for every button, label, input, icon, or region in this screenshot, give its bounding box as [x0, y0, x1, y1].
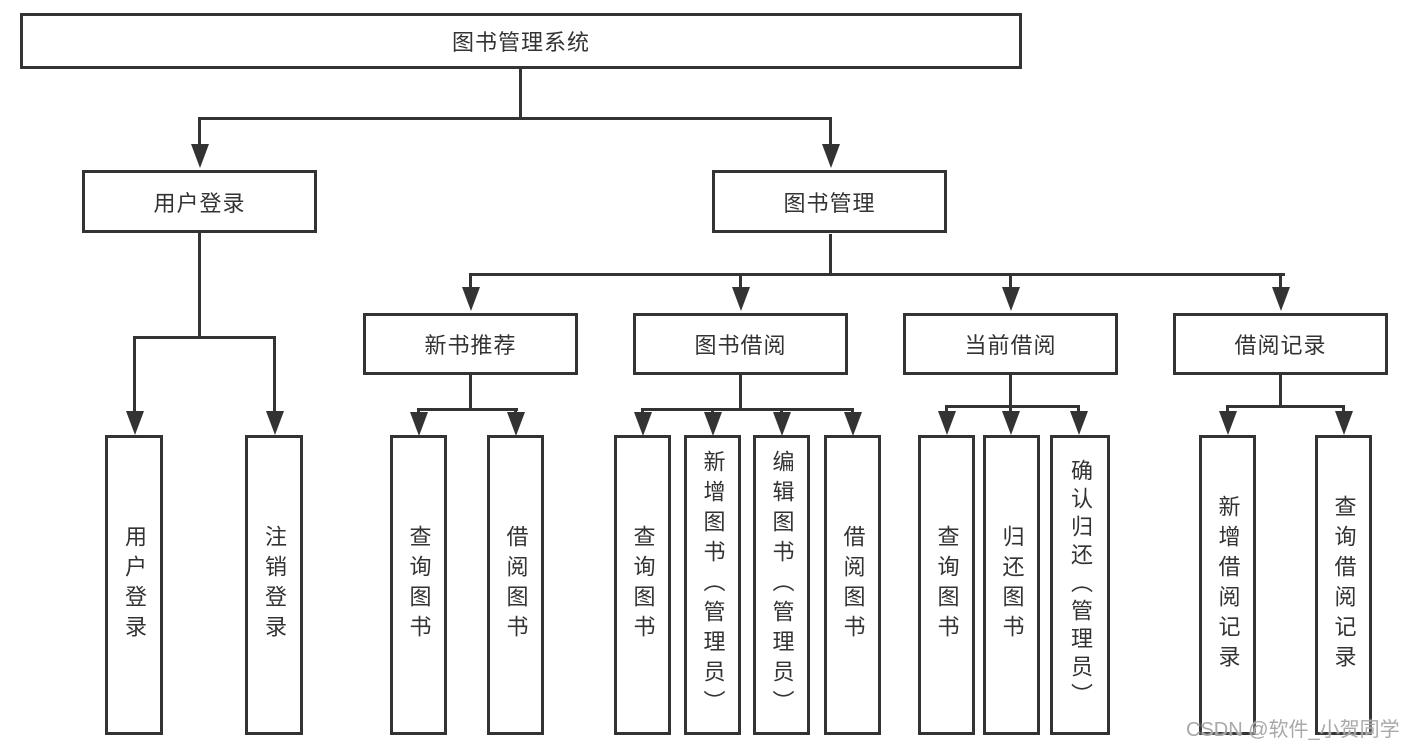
node-book-borrow-label: 图书借阅 [694, 333, 787, 358]
csdn-watermark: CSDN @软件_小贺同学 [1186, 719, 1400, 741]
connector-shaft [1279, 273, 1282, 289]
leaf-cb-return-books: 归还图书 [983, 435, 1040, 735]
connector-bb-rail [641, 408, 854, 411]
leaf-br-add-record-label: 新增借阅记录 [1215, 495, 1241, 675]
leaf-cb-confirm-return-admin: 确认归还（管理员） [1050, 435, 1110, 735]
arrow-down-icon [1002, 287, 1020, 311]
leaf-bb-add-books-admin: 新增图书（管理员） [684, 435, 741, 735]
connector-br-stem [1279, 375, 1282, 408]
node-new-book-recommend: 新书推荐 [363, 313, 578, 375]
node-book-management: 图书管理 [712, 170, 947, 233]
leaf-bb-edit-books-admin-label: 编辑图书（管理员） [769, 450, 795, 720]
connector-shaft [417, 408, 420, 414]
connector-level2-rail [198, 117, 832, 120]
arrow-down-icon [462, 287, 480, 311]
leaf-user-login-label: 用户登录 [122, 525, 147, 645]
leaf-user-login: 用户登录 [105, 435, 163, 735]
node-user-login: 用户登录 [82, 170, 317, 233]
leaf-nbr-query-books: 查询图书 [390, 435, 447, 735]
leaf-bb-edit-books-admin: 编辑图书（管理员） [753, 435, 810, 735]
leaf-cb-confirm-return-admin-label: 确认归还（管理员） [1068, 459, 1093, 711]
arrow-down-icon [266, 411, 284, 435]
arrow-down-icon [1219, 411, 1237, 435]
connector-shaft [945, 405, 948, 412]
connector-shaft [711, 408, 714, 414]
connector-user-login-rail [133, 336, 276, 339]
arrow-down-icon [844, 412, 862, 436]
node-user-login-label: 用户登录 [153, 190, 246, 216]
leaf-bb-borrow-books-label: 借阅图书 [840, 525, 866, 645]
arrow-down-icon [1070, 411, 1088, 435]
arrow-down-icon [126, 411, 144, 435]
connector-shaft [1342, 405, 1345, 412]
connector-cb-rail [945, 405, 1080, 408]
connector-shaft [1009, 273, 1012, 289]
connector-shaft [641, 408, 644, 414]
leaf-br-add-record: 新增借阅记录 [1199, 435, 1256, 735]
leaf-nbr-query-books-label: 查询图书 [406, 525, 432, 645]
arrow-down-icon [410, 412, 428, 436]
connector-shaft [133, 336, 136, 413]
node-borrow-record-label: 借阅记录 [1234, 333, 1327, 358]
arrow-down-icon [732, 287, 750, 311]
leaf-bb-query-books: 查询图书 [614, 435, 671, 735]
leaf-bb-add-books-admin-label: 新增图书（管理员） [700, 450, 726, 720]
connector-bb-stem [739, 375, 742, 411]
connector-user-login-shaft [198, 117, 201, 146]
connector-book-mgmt-stem [829, 234, 832, 276]
connector-root-stem [519, 69, 522, 117]
connector-cb-stem [1009, 375, 1012, 408]
connector-shaft [1009, 405, 1012, 412]
leaf-cb-query-books: 查询图书 [918, 435, 975, 735]
leaf-logout: 注销登录 [245, 435, 303, 735]
connector-br-rail [1226, 405, 1345, 408]
leaf-nbr-borrow-books: 借阅图书 [487, 435, 544, 735]
arrow-down-icon [507, 412, 525, 436]
arrow-down-icon [938, 411, 956, 435]
connector-shaft [780, 408, 783, 414]
connector-level3-rail [469, 273, 1285, 276]
leaf-cb-return-books-label: 归还图书 [999, 525, 1025, 645]
leaf-br-query-record-label: 查询借阅记录 [1331, 495, 1357, 675]
node-book-borrow: 图书借阅 [633, 313, 848, 375]
arrow-down-icon [191, 144, 209, 168]
leaf-bb-borrow-books: 借阅图书 [824, 435, 881, 735]
connector-shaft [1077, 405, 1080, 412]
arrow-down-icon [1335, 411, 1353, 435]
node-book-management-label: 图书管理 [783, 190, 876, 216]
arrow-down-icon [1002, 411, 1020, 435]
arrow-down-icon [773, 412, 791, 436]
connector-shaft [1226, 405, 1229, 412]
node-current-borrow-label: 当前借阅 [964, 333, 1057, 358]
node-new-book-recommend-label: 新书推荐 [424, 333, 517, 358]
connector-shaft [739, 273, 742, 289]
connector-book-mgmt-shaft [829, 117, 832, 146]
connector-shaft [273, 336, 276, 413]
arrow-down-icon [1272, 287, 1290, 311]
connector-user-login-stem [198, 233, 201, 339]
node-current-borrow: 当前借阅 [903, 313, 1118, 375]
arrow-down-icon [704, 412, 722, 436]
leaf-nbr-borrow-books-label: 借阅图书 [503, 525, 529, 645]
node-root-label: 图书管理系统 [451, 30, 590, 55]
arrow-down-icon [634, 412, 652, 436]
connector-shaft [469, 273, 472, 289]
connector-nbr-rail [417, 408, 518, 411]
node-root: 图书管理系统 [20, 13, 1022, 69]
leaf-cb-query-books-label: 查询图书 [934, 525, 960, 645]
connector-shaft [851, 408, 854, 414]
node-borrow-record: 借阅记录 [1173, 313, 1388, 375]
arrow-down-icon [822, 144, 840, 168]
leaf-logout-label: 注销登录 [262, 525, 287, 645]
connector-shaft [514, 408, 517, 414]
leaf-br-query-record: 查询借阅记录 [1315, 435, 1372, 735]
leaf-bb-query-books-label: 查询图书 [630, 525, 656, 645]
connector-nbr-stem [469, 375, 472, 411]
